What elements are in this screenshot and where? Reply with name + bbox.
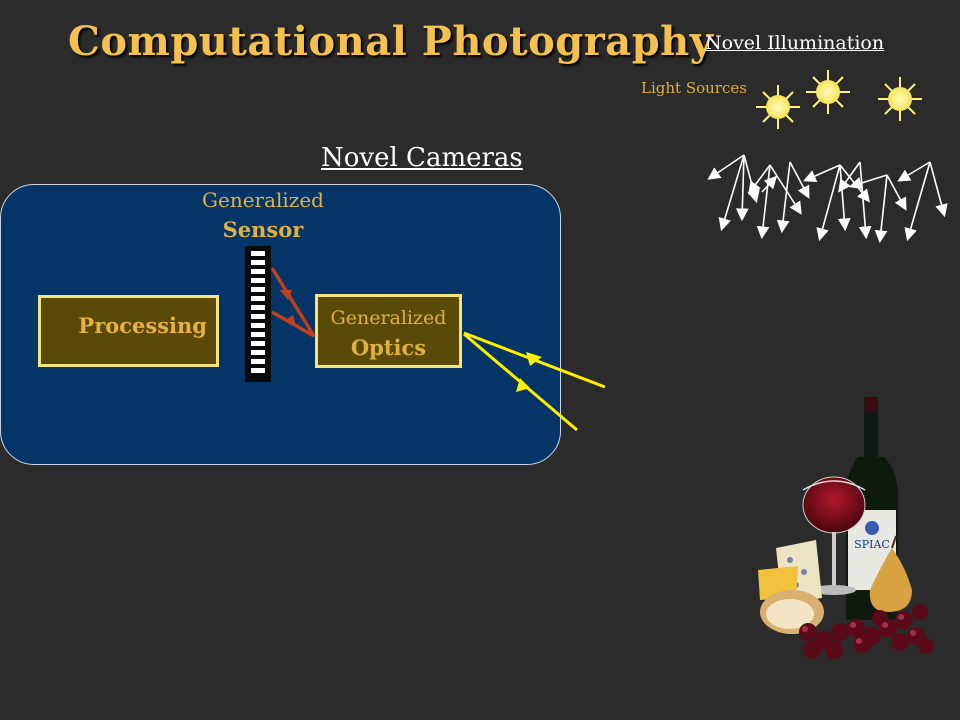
page-title: Computational Photography [68,18,714,65]
ray-arrowhead [516,378,530,392]
sensor-pixel [251,278,265,283]
processing-box [38,295,219,367]
sensor-caption-line2: Sensor [222,217,304,242]
sensor-strip [245,246,271,382]
sensor-pixel [251,287,265,292]
sensor-caption-line1: Generalized [202,188,324,212]
sensor-pixel [251,269,265,274]
incoming-light-rays [463,331,606,432]
novel-cameras-heading: Novel Cameras [321,143,523,173]
sensor-pixel [251,341,265,346]
sensor-pixel [251,296,265,301]
ray-line [270,267,316,337]
optics-label-line1: Generalized [330,307,447,329]
optics-to-sensor-rays [270,267,316,338]
sensor-pixel [251,332,265,337]
sensor-pixel [251,368,265,373]
sensor-caption: Generalized Sensor [196,185,330,245]
sun-icon [878,77,922,121]
sensor-pixel [251,314,265,319]
ray-arrowhead [280,290,292,300]
optics-label: Generalized Optics [315,303,462,363]
svg-text:SPIAC: SPIAC [854,538,890,551]
illumination-rays [707,154,948,244]
ray-arrowhead [526,352,542,366]
ray-arrowhead [284,315,296,327]
optics-label-line2: Optics [350,335,427,360]
sun-icon [756,85,800,129]
sensor-pixel [251,251,265,256]
light-sources-label: Light Sources [641,79,747,97]
processing-label: Processing [78,313,207,338]
sensor-pixel [251,359,265,364]
optics-box [315,294,462,368]
sensor-pixel [251,305,265,310]
wine-still-life-image: SPIAC [758,397,934,659]
sensor-pixel [251,260,265,265]
sensor-pixel [251,323,265,328]
sensor-pixel [251,350,265,355]
novel-illumination-heading: Novel Illumination [705,32,885,54]
sun-icon [806,70,850,114]
